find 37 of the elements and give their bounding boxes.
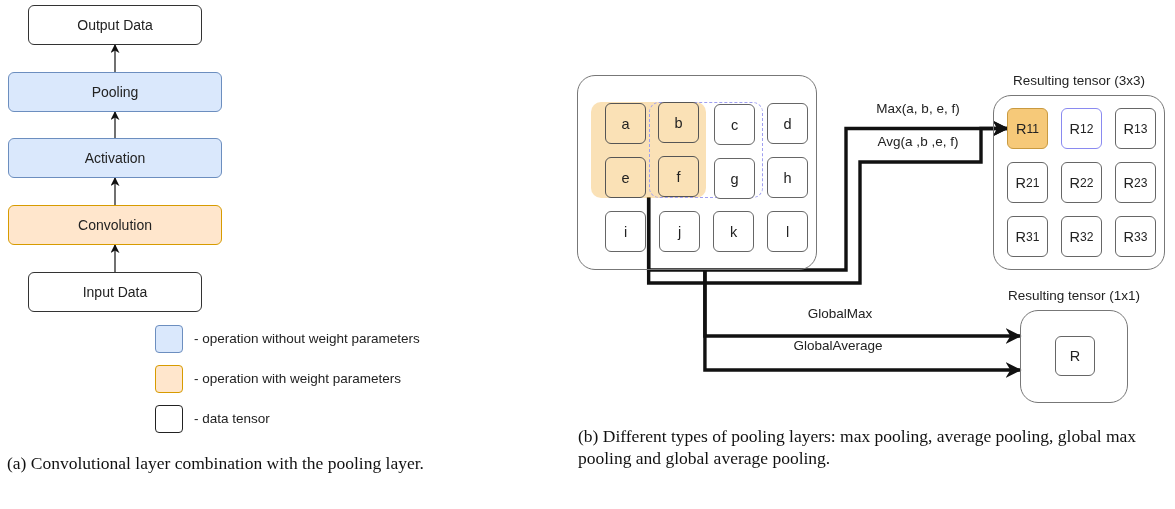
arrow [110, 111, 120, 139]
data-box: Output Data [28, 5, 202, 45]
tensor-cell: a [605, 103, 646, 144]
caption: (b) Different types of pooling layers: max pooling, average pooling, global max pooling and global average pooling. [578, 425, 1138, 469]
arrow [110, 244, 120, 273]
tensor-heading: Resulting tensor (3x3) [1012, 73, 1146, 89]
edge-label: GlobalAverage [791, 338, 885, 353]
operation-box: Activation [8, 138, 222, 178]
arrow [703, 270, 1022, 378]
arrow [110, 177, 120, 206]
tensor-cell: j [659, 211, 700, 252]
tensor-cell: i [605, 211, 646, 252]
legend-text: - operation without weight parameters [194, 331, 420, 346]
tensor-cell: h [767, 157, 808, 198]
tensor-cell: g [714, 158, 755, 199]
caption: (a) Convolutional layer combination with the pooling layer. [7, 452, 425, 474]
tensor-cell: e [605, 157, 646, 198]
edge-label: GlobalMax [805, 306, 875, 321]
tensor-cell: R [1055, 336, 1095, 376]
pooling-window [649, 102, 763, 198]
tensor-cell: f [658, 156, 699, 197]
data-box: Input Data [28, 272, 202, 312]
tensor-cell: d [767, 103, 808, 144]
pooling-window [591, 102, 706, 198]
legend-text: - data tensor [194, 411, 270, 426]
edge-label: Avg(a ,b ,e, f) [875, 134, 961, 149]
tensor-cell: l [767, 211, 808, 252]
arrow [110, 44, 120, 73]
tensor-cell: b [658, 102, 699, 143]
legend-text: - operation with weight parameters [194, 371, 402, 386]
tensor-heading: Resulting tensor (1x1) [1007, 288, 1141, 304]
tensor-cell: k [713, 211, 754, 252]
operation-box: Convolution [8, 205, 222, 245]
tensor-box [577, 75, 817, 270]
edge-label: Max(a, b, e, f) [874, 101, 962, 116]
tensor-cell: c [714, 104, 755, 145]
operation-box: Pooling [8, 72, 222, 112]
